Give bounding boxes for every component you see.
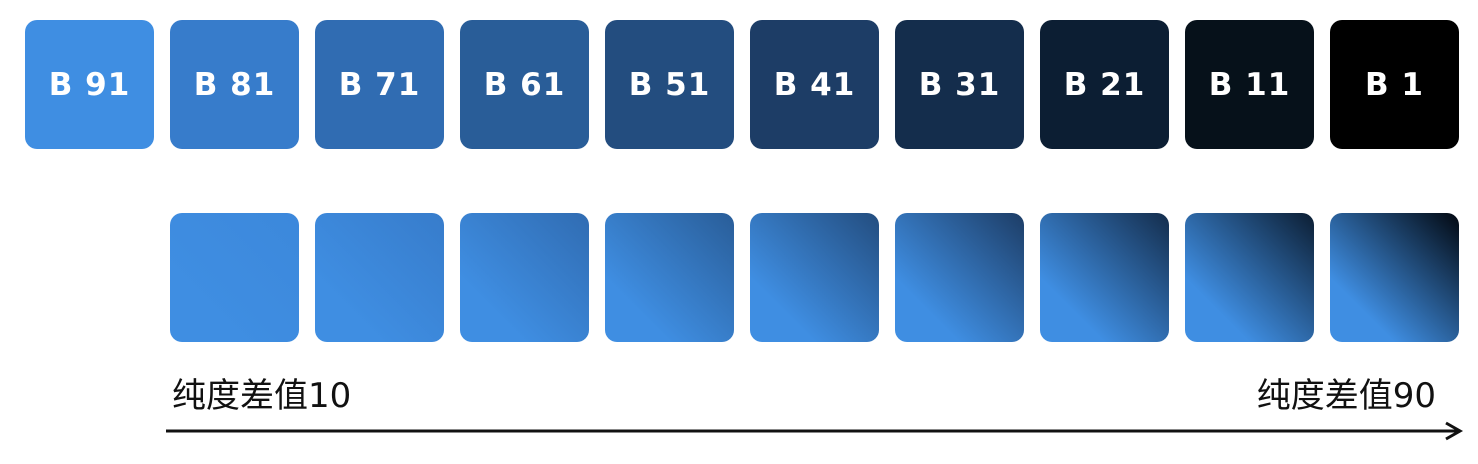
solid-swatch: B 71	[315, 20, 444, 149]
swatch-label: B 41	[773, 66, 856, 103]
gradient-swatch	[1040, 213, 1169, 342]
swatch-label: B 61	[483, 66, 566, 103]
solid-swatch: B 1	[1330, 20, 1459, 149]
swatch-label: B 31	[918, 66, 1001, 103]
swatch-label: B 21	[1063, 66, 1146, 103]
caption-left: 纯度差值10	[172, 376, 352, 416]
gradient-swatch	[1185, 213, 1314, 342]
direction-arrow-icon	[166, 421, 1464, 441]
gradient-swatch	[460, 213, 589, 342]
solid-swatch: B 61	[460, 20, 589, 149]
solid-swatch: B 51	[605, 20, 734, 149]
swatch-label: B 81	[193, 66, 276, 103]
solid-swatch: B 91	[25, 20, 154, 149]
solid-swatch: B 81	[170, 20, 299, 149]
solid-swatch: B 31	[895, 20, 1024, 149]
gradient-swatch	[895, 213, 1024, 342]
swatch-label: B 91	[48, 66, 131, 103]
swatch-label: B 1	[1365, 66, 1424, 103]
solid-swatch: B 11	[1185, 20, 1314, 149]
gradient-swatch	[1330, 213, 1459, 342]
solid-swatch: B 21	[1040, 20, 1169, 149]
swatch-label: B 71	[338, 66, 421, 103]
gradient-swatch	[170, 213, 299, 342]
caption-right: 纯度差值90	[1256, 376, 1436, 416]
gradient-swatch	[605, 213, 734, 342]
gradient-swatch	[750, 213, 879, 342]
swatch-label: B 11	[1208, 66, 1291, 103]
solid-swatch: B 41	[750, 20, 879, 149]
swatch-label: B 51	[628, 66, 711, 103]
gradient-swatch	[315, 213, 444, 342]
